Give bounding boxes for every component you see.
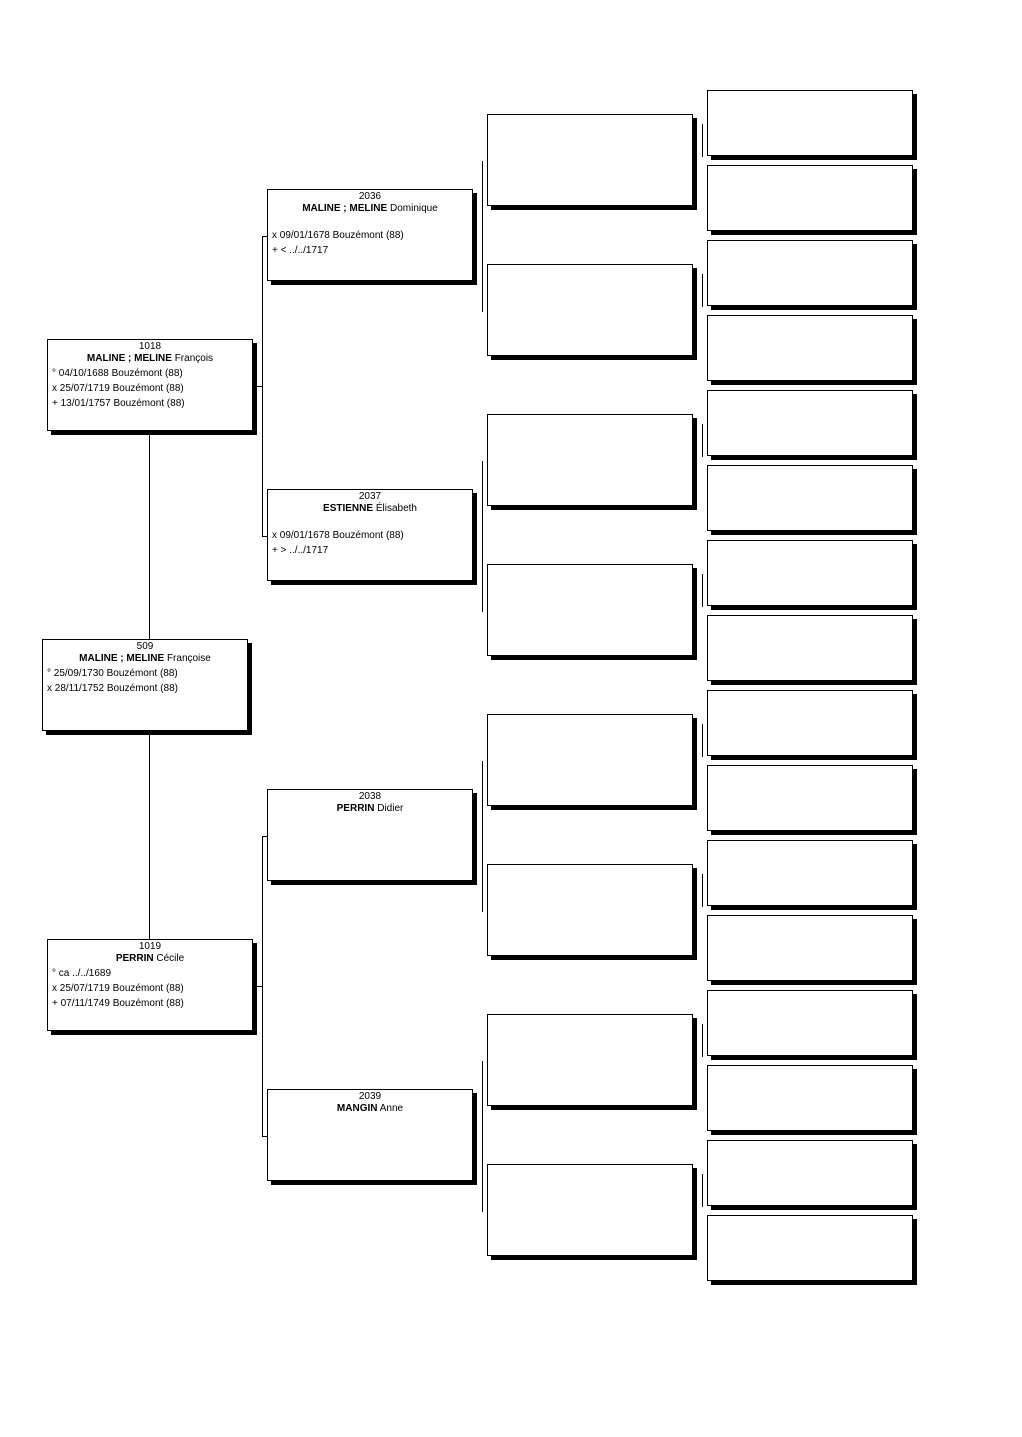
- person-name: PERRIN Didier: [268, 803, 472, 815]
- birth-event: ° ca ../../1689: [52, 968, 112, 979]
- connector-g4-6-bracket: [702, 874, 703, 907]
- person-box-1019[interactable]: 1019 PERRIN Cécile ° ca ../../1689 x 25/…: [47, 939, 253, 1031]
- surname: PERRIN: [336, 803, 375, 814]
- connector-to-2036: [262, 236, 267, 237]
- sosa-number: 1019: [138, 941, 162, 952]
- death-event: + > ../../1717: [272, 545, 329, 556]
- empty-person-box[interactable]: [707, 915, 913, 981]
- person-name: ESTIENNE Élisabeth: [268, 503, 472, 515]
- empty-person-box[interactable]: [487, 1164, 693, 1256]
- person-box-1018[interactable]: 1018 MALINE ; MELINE François ° 04/10/16…: [47, 339, 253, 431]
- empty-person-box[interactable]: [707, 315, 913, 381]
- person-box-2038[interactable]: 2038 PERRIN Didier: [267, 789, 473, 881]
- connector-g4-7-bracket: [702, 1024, 703, 1057]
- person-box-2036[interactable]: 2036 MALINE ; MELINE Dominique x 09/01/1…: [267, 189, 473, 281]
- sosa-number: 1018: [138, 341, 162, 352]
- given-name: Cécile: [156, 953, 185, 964]
- connector-1019-bracket: [262, 836, 263, 1137]
- sosa-number: 2039: [358, 1091, 382, 1102]
- connector-1018-bracket: [262, 236, 263, 537]
- empty-person-box[interactable]: [707, 1065, 913, 1131]
- given-name: Élisabeth: [375, 503, 417, 514]
- death-event: + 07/11/1749 Bouzémont (88): [52, 998, 184, 1009]
- person-box-2039[interactable]: 2039 MANGIN Anne: [267, 1089, 473, 1181]
- sosa-number: 509: [136, 641, 154, 652]
- marriage-event: x 25/07/1719 Bouzémont (88): [52, 983, 184, 994]
- sosa-number: 2036: [358, 191, 382, 202]
- connector-2039-bracket: [482, 1061, 483, 1212]
- death-event: + < ../../1717: [272, 245, 329, 256]
- empty-person-box[interactable]: [487, 564, 693, 656]
- connector-2036-bracket: [482, 161, 483, 312]
- birth-event: ° 25/09/1730 Bouzémont (88): [47, 668, 178, 679]
- death-event: + 13/01/1757 Bouzémont (88): [52, 398, 185, 409]
- sosa-number: 2038: [358, 791, 382, 802]
- empty-person-box[interactable]: [707, 465, 913, 531]
- empty-person-box[interactable]: [707, 1215, 913, 1281]
- connector-509-1019: [149, 733, 150, 939]
- person-box-509[interactable]: 509 MALINE ; MELINE Françoise ° 25/09/17…: [42, 639, 248, 731]
- given-name: Françoise: [166, 653, 211, 664]
- empty-person-box[interactable]: [487, 864, 693, 956]
- person-name: MALINE ; MELINE Dominique: [268, 203, 472, 215]
- empty-person-box[interactable]: [707, 615, 913, 681]
- person-name: MANGIN Anne: [268, 1103, 472, 1115]
- empty-person-box[interactable]: [707, 765, 913, 831]
- connector-g4-5-bracket: [702, 724, 703, 757]
- connector-g4-4-bracket: [702, 574, 703, 607]
- sosa-number: 2037: [358, 491, 382, 502]
- person-name: PERRIN Cécile: [48, 953, 252, 965]
- empty-person-box[interactable]: [487, 264, 693, 356]
- connector-to-2037: [262, 536, 267, 537]
- connector-g4-3-bracket: [702, 424, 703, 457]
- empty-person-box[interactable]: [707, 240, 913, 306]
- connector-g4-1-bracket: [702, 124, 703, 157]
- empty-person-box[interactable]: [487, 414, 693, 506]
- given-name: Anne: [379, 1103, 404, 1114]
- empty-person-box[interactable]: [707, 390, 913, 456]
- connector-2037-bracket: [482, 461, 483, 612]
- empty-person-box[interactable]: [707, 540, 913, 606]
- empty-person-box[interactable]: [707, 165, 913, 231]
- connector-1019-out: [257, 986, 262, 987]
- person-name: MALINE ; MELINE François: [48, 353, 252, 365]
- empty-person-box[interactable]: [487, 114, 693, 206]
- connector-g4-8-bracket: [702, 1174, 703, 1207]
- marriage-event: x 09/01/1678 Bouzémont (88): [272, 530, 404, 541]
- connector-509-1018: [149, 433, 150, 639]
- surname: MALINE ; MELINE: [79, 653, 165, 664]
- connector-to-2039: [262, 1136, 267, 1137]
- empty-person-box[interactable]: [707, 90, 913, 156]
- person-box-2037[interactable]: 2037 ESTIENNE Élisabeth x 09/01/1678 Bou…: [267, 489, 473, 581]
- person-name: MALINE ; MELINE Françoise: [43, 653, 247, 665]
- empty-person-box[interactable]: [707, 1140, 913, 1206]
- surname: MALINE ; MELINE: [302, 203, 388, 214]
- surname: ESTIENNE: [323, 503, 374, 514]
- given-name: François: [174, 353, 214, 364]
- given-name: Didier: [377, 803, 404, 814]
- empty-person-box[interactable]: [487, 1014, 693, 1106]
- given-name: Dominique: [389, 203, 438, 214]
- surname: MALINE ; MELINE: [86, 353, 172, 364]
- connector-to-2038: [262, 836, 267, 837]
- marriage-event: x 25/07/1719 Bouzémont (88): [52, 383, 184, 394]
- connector-2038-bracket: [482, 761, 483, 912]
- marriage-event: x 28/11/1752 Bouzémont (88): [47, 683, 179, 694]
- empty-person-box[interactable]: [707, 990, 913, 1056]
- empty-person-box[interactable]: [707, 840, 913, 906]
- surname: PERRIN: [115, 953, 154, 964]
- empty-person-box[interactable]: [707, 690, 913, 756]
- connector-1018-out: [257, 386, 262, 387]
- birth-event: ° 04/10/1688 Bouzémont (88): [52, 368, 183, 379]
- marriage-event: x 09/01/1678 Bouzémont (88): [272, 230, 404, 241]
- connector-g4-2-bracket: [702, 274, 703, 307]
- surname: MANGIN: [336, 1103, 378, 1114]
- empty-person-box[interactable]: [487, 714, 693, 806]
